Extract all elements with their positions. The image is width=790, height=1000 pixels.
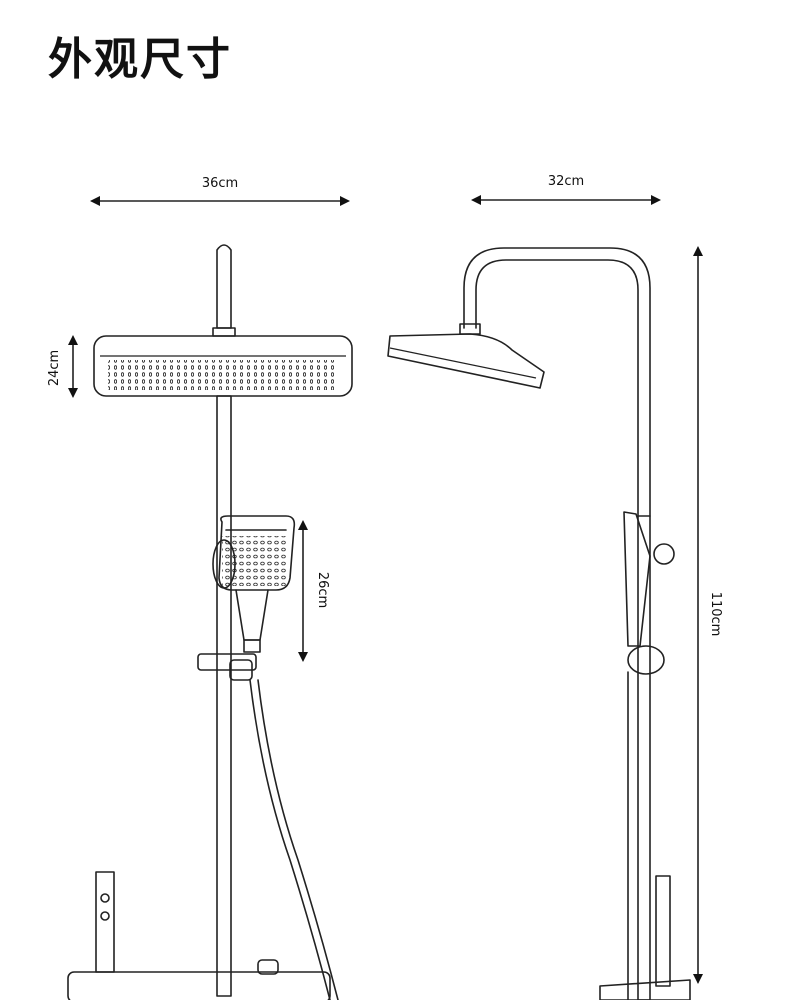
front-handheld-shower: [212, 515, 296, 653]
front-overhead-shower-head: [93, 335, 353, 397]
page-title: 外观尺寸: [48, 34, 232, 85]
front-view: 36cm 24cm 26cm: [47, 176, 353, 1000]
side-overhead-shower-head: [387, 333, 545, 389]
front-top-pipe: [216, 244, 232, 329]
front-slide-holder: [197, 653, 257, 681]
head-height-label: 24cm: [47, 350, 62, 386]
front-main-rail: [216, 395, 232, 997]
side-spout: [599, 979, 691, 1000]
side-holder: [627, 645, 665, 675]
total-height-label: 110cm: [708, 592, 723, 637]
front-head-connector: [212, 327, 236, 337]
front-width-label: 36cm: [202, 176, 238, 191]
side-width-label: 32cm: [548, 174, 584, 189]
side-knob: [653, 543, 675, 565]
side-head-connector: [459, 323, 481, 335]
side-shelf-plate: [655, 875, 671, 987]
front-hose: [249, 679, 331, 1000]
side-top-arm: [463, 247, 651, 517]
handheld-height-label: 26cm: [315, 572, 330, 608]
side-main-rail: [637, 515, 651, 1000]
front-control-panel: [67, 871, 331, 1000]
side-handheld-shower: [623, 511, 651, 647]
side-view: 32cm 110cm: [387, 174, 723, 1000]
